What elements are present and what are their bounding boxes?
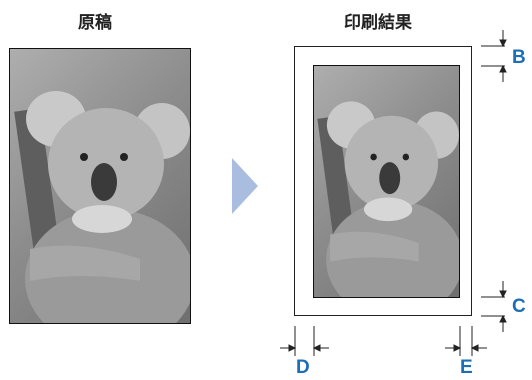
dimension-arrow-icon bbox=[499, 314, 507, 323]
koala-illustration bbox=[14, 91, 190, 323]
original-koala-photo bbox=[9, 48, 191, 324]
dimension-arrow-icon bbox=[499, 290, 507, 299]
dimension-arrow-icon bbox=[499, 39, 507, 48]
right-margin-label: E bbox=[460, 357, 473, 378]
dimension-arrow-icon bbox=[499, 64, 507, 73]
top-margin-dimension bbox=[481, 30, 507, 82]
dimension-arrow-icon bbox=[312, 344, 321, 352]
top-margin-label: B bbox=[512, 47, 526, 68]
left-margin-label: D bbox=[296, 357, 310, 378]
bottom-margin-dimension bbox=[481, 281, 507, 332]
printed-koala-photo bbox=[313, 65, 460, 298]
original-heading: 原稿 bbox=[78, 13, 112, 33]
print-result-heading: 印刷結果 bbox=[344, 13, 412, 33]
right-margin-dimension bbox=[445, 326, 487, 356]
dimension-arrow-icon bbox=[470, 344, 479, 352]
dimension-arrow-icon bbox=[288, 344, 297, 352]
printed-sheet bbox=[294, 46, 472, 316]
dimension-arrow-icon bbox=[453, 344, 462, 352]
bottom-margin-label: C bbox=[512, 296, 526, 317]
koala-illustration bbox=[317, 101, 459, 297]
right-arrow-icon bbox=[232, 158, 258, 214]
left-margin-dimension bbox=[280, 326, 329, 356]
